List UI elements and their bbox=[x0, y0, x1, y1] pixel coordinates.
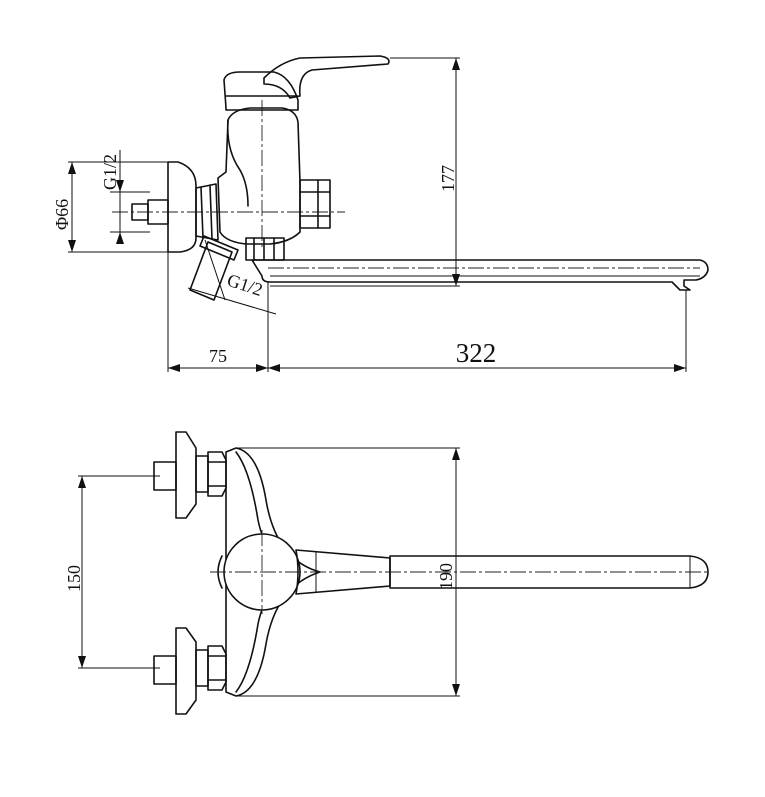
side-spout-nut bbox=[245, 237, 285, 261]
side-lever-handle bbox=[263, 55, 390, 99]
top-inlet-lower bbox=[153, 627, 227, 715]
side-view bbox=[68, 55, 709, 372]
wall-thread-label: G1/2 bbox=[100, 154, 120, 190]
side-extension-lines bbox=[68, 57, 687, 372]
side-spout bbox=[251, 259, 709, 291]
side-diverter-pipe bbox=[189, 241, 233, 301]
inlet-thread-label: G1/2 bbox=[225, 270, 265, 300]
top-view: 150 190 bbox=[64, 431, 710, 715]
height-dimension-label: 177 bbox=[438, 165, 458, 192]
body-width-dimension-label: 190 bbox=[436, 563, 456, 590]
top-inlet-upper bbox=[153, 431, 227, 519]
side-dimensions: 177 75 322 Φ66 G1/2 G1/2 bbox=[52, 58, 686, 372]
top-lever-handle bbox=[295, 549, 391, 595]
diameter-dimension-label: Φ66 bbox=[52, 199, 72, 230]
side-wall-flange bbox=[167, 161, 197, 253]
top-spout bbox=[389, 555, 709, 589]
spout-length-dimension-label: 322 bbox=[456, 338, 497, 368]
side-cartridge-cap bbox=[223, 71, 299, 111]
offset-dimension-label: 75 bbox=[209, 346, 227, 366]
inlet-spacing-dimension-label: 150 bbox=[64, 565, 84, 592]
side-mixer-body bbox=[217, 107, 301, 245]
side-right-connector bbox=[299, 179, 331, 229]
